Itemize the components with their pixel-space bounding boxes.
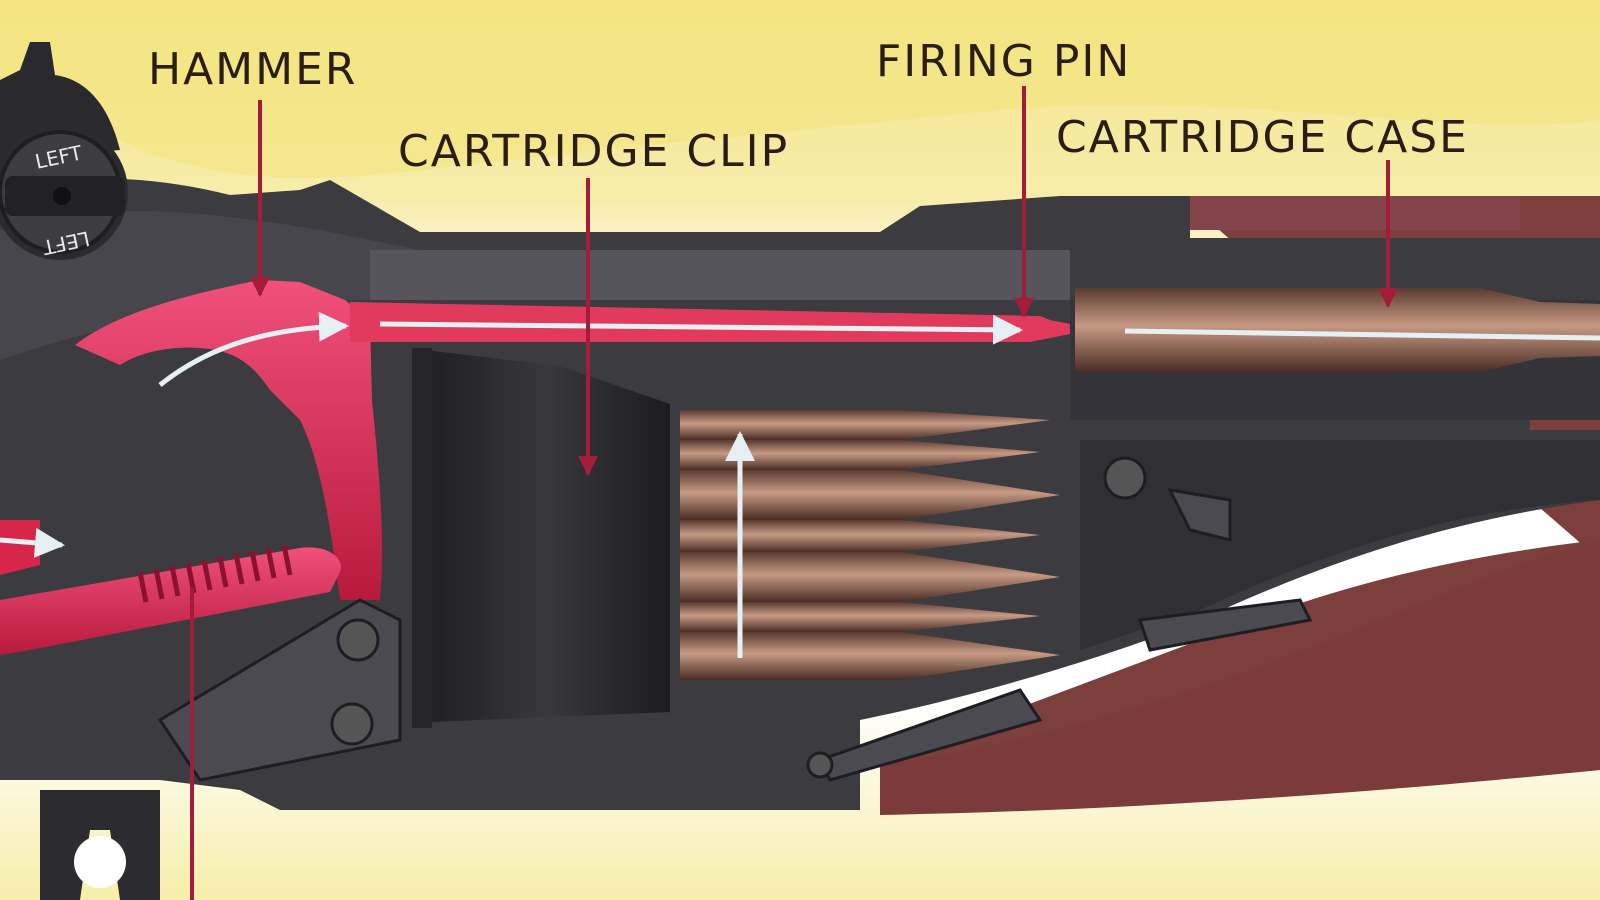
- background-yellow-wave: [0, 0, 1600, 178]
- hammer-label: HAMMER: [148, 44, 358, 95]
- clip-wall: [412, 348, 432, 728]
- cartridge-clip: [425, 350, 670, 722]
- bolt-body: [370, 250, 1070, 300]
- trigger-guard-hole: [74, 836, 126, 888]
- firing-pin: [350, 302, 1070, 342]
- chambered-cartridge-case: [1075, 288, 1600, 372]
- cartridge-clip-label: CARTRIDGE CLIP: [398, 126, 790, 177]
- rear-sight: [0, 42, 128, 260]
- magazine-cartridges: [680, 410, 1060, 680]
- operating-rod-tip: [0, 520, 40, 575]
- leader-lines: [190, 86, 1398, 900]
- wooden-stock-lower: [880, 520, 1600, 815]
- trigger-linkage: [157, 456, 1313, 782]
- wooden-stock-upper-panel: [1190, 196, 1520, 230]
- mainspring-coils: [137, 544, 293, 603]
- lower-receiver-shading: [1080, 440, 1600, 650]
- motion-arrows: [0, 311, 1600, 658]
- firing-pin-label: FIRING PIN: [876, 36, 1132, 87]
- safety-dial-text-bottom: LEFT: [40, 226, 92, 259]
- cartridge-case-label: CARTRIDGE CASE: [1056, 112, 1469, 163]
- safety-dial: LEFT LEFT: [33, 140, 92, 259]
- safety-dial-text-top: LEFT: [33, 140, 85, 173]
- hammer: [75, 280, 383, 600]
- trigger-guard: [40, 790, 160, 900]
